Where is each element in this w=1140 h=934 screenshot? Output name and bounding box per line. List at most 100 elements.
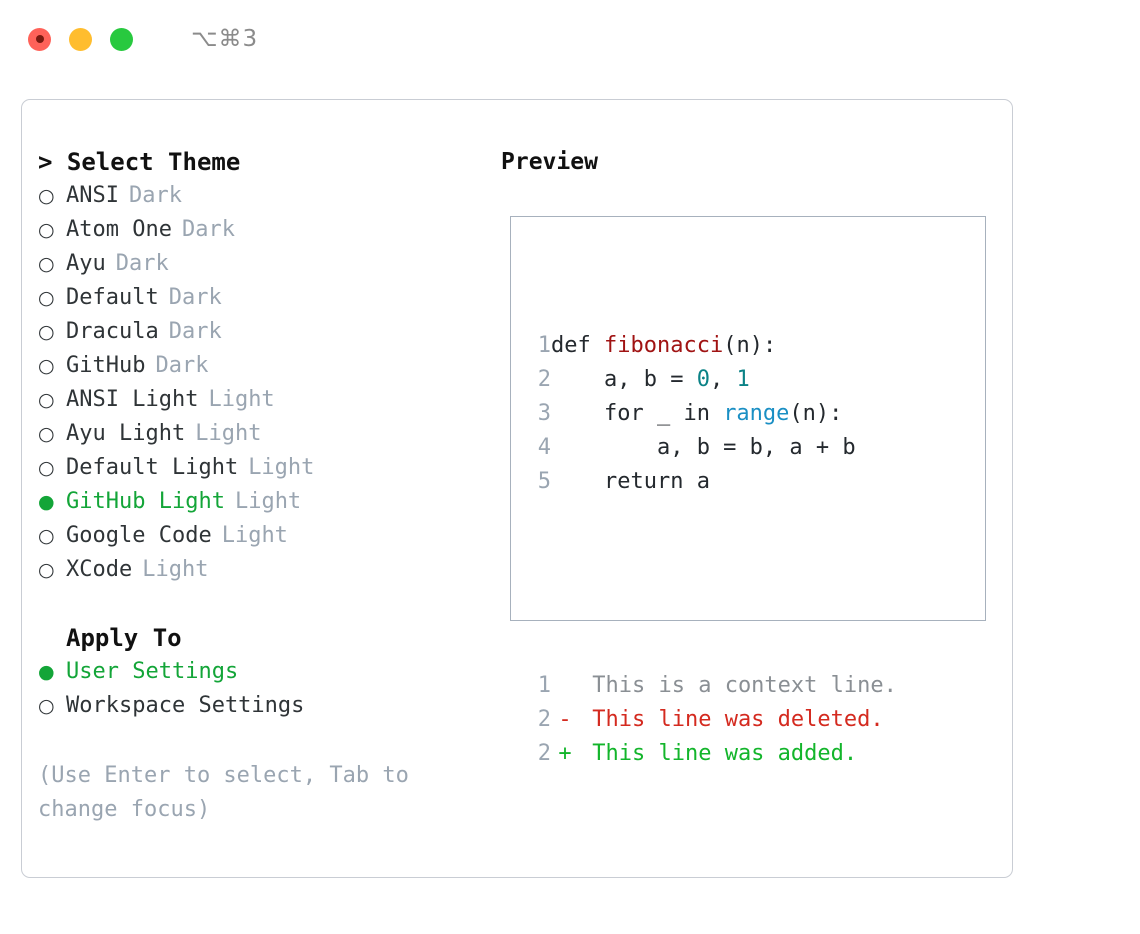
apply-option-workspace-settings[interactable]: ○ Workspace Settings [38,689,498,723]
diff-sample: 1 This is a context line.2- This line wa… [525,669,979,771]
theme-option-label: Default Light [66,455,239,480]
theme-option-label: ANSI Light [66,387,199,412]
diff-text: This is a context line. [579,673,897,698]
radio-unselected-icon: ○ [38,185,55,207]
select-theme-heading: > Select Theme [38,148,241,176]
code-token: (n): [723,333,777,358]
code-line: 3 for _ in range(n): [525,397,979,431]
theme-option-default-light[interactable]: ○ Default Light Light [38,451,498,485]
theme-option-label: GitHub Light [66,489,225,514]
code-token: fibonacci [603,333,724,358]
code-token: return a [551,469,710,494]
theme-option-xcode[interactable]: ○ XCode Light [38,553,498,587]
theme-variant-tag: Light [248,455,315,480]
keyboard-shortcut-label: ⌥⌘3 [191,26,259,52]
apply-to-list: ● User Settings ○ Workspace Settings [38,655,498,723]
maximize-button[interactable] [110,27,133,51]
theme-variant-tag: Dark [181,217,235,242]
line-number: 4 [537,435,551,460]
code-token: a, b = [551,367,697,392]
theme-variant-tag: Dark [168,285,222,310]
diff-line-add: 2+ This line was added. [525,737,979,771]
theme-variant-tag: Dark [128,183,182,208]
line-number: 2 [537,367,551,392]
diff-line-del: 2- This line was deleted. [525,703,979,737]
keyboard-hint: (Use Enter to select, Tab to change focu… [38,763,409,822]
theme-option-label: Dracula [66,319,159,344]
theme-option-label: Default [66,285,159,310]
line-number: 3 [537,401,551,426]
code-line: 5 return a [525,465,979,499]
theme-variant-tag: Light [234,489,302,514]
code-text: def fibonacci(n): [551,329,776,363]
radio-unselected-icon: ○ [38,287,55,309]
diff-line-context: 1 This is a context line. [525,669,979,703]
radio-selected-icon: ● [38,491,55,513]
radio-unselected-icon: ○ [38,253,55,275]
diff-sign: - [558,707,572,732]
code-token: def [551,333,604,358]
theme-variant-tag: Dark [168,319,222,344]
apply-to-heading: Apply To [66,624,182,652]
diff-sign: + [558,741,572,766]
theme-option-github-light[interactable]: ● GitHub Light Light [38,485,498,519]
theme-option-label: ANSI [66,183,119,208]
spacer [38,723,498,759]
code-text: for _ in range(n): [551,397,842,431]
line-number: 5 [537,469,551,494]
code-token: (n): [789,401,843,426]
radio-unselected-icon: ○ [38,321,55,343]
radio-unselected-icon: ○ [38,457,55,479]
theme-option-ayu-light[interactable]: ○ Ayu Light Light [38,417,498,451]
theme-option-ansi[interactable]: ○ ANSI Dark [38,179,498,213]
theme-variant-tag: Light [142,557,209,582]
code-text: a, b = 0, 1 [551,363,750,397]
radio-selected-icon: ● [38,661,55,683]
theme-option-dracula[interactable]: ○ Dracula Dark [38,315,498,349]
apply-option-label: User Settings [66,659,239,684]
preview-heading: Preview [501,149,598,175]
apply-option-label: Workspace Settings [66,693,305,718]
theme-option-label: Google Code [66,523,212,548]
diff-text: This line was added. [579,741,858,766]
code-text: a, b = b, a + b [551,431,856,465]
code-token: a, b = b, a + b [551,435,856,460]
radio-unselected-icon: ○ [38,559,55,581]
code-token: 1 [736,367,750,392]
theme-option-label: GitHub [66,353,146,378]
spacer [38,587,498,621]
theme-option-label: Ayu Light [66,421,186,446]
theme-option-default[interactable]: ○ Default Dark [38,281,498,315]
code-line: 2 a, b = 0, 1 [525,363,979,397]
theme-option-github[interactable]: ○ GitHub Dark [38,349,498,383]
code-token: 0 [696,367,710,392]
code-text: return a [551,465,710,499]
close-button[interactable] [28,27,51,51]
radio-unselected-icon: ○ [38,219,55,241]
diff-sign [551,669,579,703]
minimize-button[interactable] [69,27,92,51]
theme-option-label: XCode [66,557,133,582]
theme-variant-tag: Light [208,387,275,412]
theme-variant-tag: Light [195,421,262,446]
line-number: 1 [537,333,551,358]
radio-unselected-icon: ○ [38,423,55,445]
radio-unselected-icon: ○ [38,695,55,717]
apply-option-user-settings[interactable]: ● User Settings [38,655,498,689]
theme-variant-tag: Dark [155,353,209,378]
radio-unselected-icon: ○ [38,355,55,377]
title-bar: ⌥⌘3 [0,0,1140,78]
